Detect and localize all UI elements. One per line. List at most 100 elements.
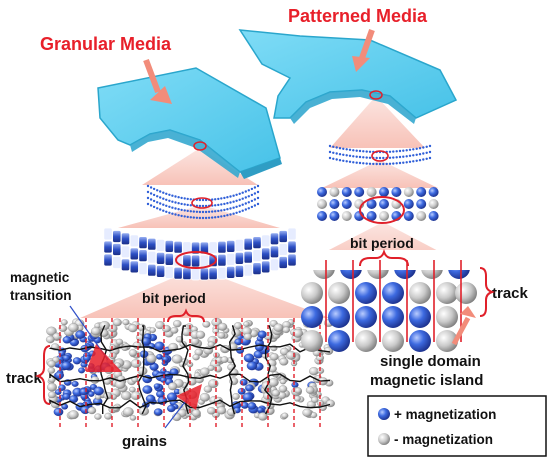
track-dot	[220, 197, 223, 200]
track-dot	[241, 203, 244, 206]
grain-plus	[167, 404, 176, 413]
track-dot	[201, 198, 205, 202]
grain-plus	[160, 377, 167, 383]
bit-cell	[252, 236, 262, 250]
bit-cell	[243, 250, 253, 264]
track-dot	[159, 202, 162, 205]
bit-cell	[164, 265, 174, 279]
transition-boundary	[228, 325, 237, 415]
track-dot	[238, 198, 241, 201]
track-dot	[217, 197, 220, 201]
big-island-plus	[355, 282, 377, 304]
zoom-spot-left-2	[191, 197, 213, 209]
arrow-patterned-title-head	[352, 56, 370, 72]
bit-cell	[261, 260, 271, 274]
track-dot	[177, 214, 180, 217]
track-dot	[418, 147, 422, 150]
track-dot	[342, 153, 345, 156]
grain-minus	[123, 407, 134, 417]
island-plus	[341, 187, 352, 197]
grain-minus	[216, 406, 227, 415]
track-dot	[365, 162, 368, 165]
grain-minus	[278, 385, 288, 393]
arrow-granular-title-head	[150, 86, 172, 104]
grain-minus	[233, 322, 243, 330]
track-dot	[375, 162, 378, 166]
big-island-minus	[455, 282, 477, 304]
track-dot	[159, 208, 162, 211]
bit-cell	[226, 265, 236, 279]
big-island-minus	[301, 282, 323, 304]
track-bracket-right	[479, 267, 496, 317]
grain-minus	[104, 412, 113, 420]
grain-minus	[94, 413, 102, 420]
grain-plus	[88, 391, 95, 397]
grain-minus	[91, 327, 101, 336]
track-dot	[198, 204, 202, 208]
track-dot	[338, 159, 342, 162]
magnetic-transition-label-line2: transition	[10, 288, 72, 303]
single-domain-label-line1: single domain	[380, 353, 481, 370]
grain-minus	[130, 359, 142, 368]
bit-cell	[138, 249, 148, 263]
grain-minus	[281, 412, 289, 419]
big-island-plus	[382, 306, 404, 328]
track-dot	[229, 213, 232, 216]
track-dot	[174, 213, 177, 216]
grain-minus	[279, 378, 287, 385]
track-dot	[402, 149, 405, 152]
track-dot	[250, 187, 254, 191]
big-island-plus	[409, 306, 431, 328]
track-dot	[217, 209, 220, 213]
track-dot	[226, 214, 229, 217]
grain-minus	[47, 360, 56, 368]
track-dot	[358, 149, 362, 153]
grain-minus	[271, 389, 281, 397]
island-minus	[428, 199, 439, 209]
arrow-island	[451, 316, 471, 346]
track-dot	[180, 202, 183, 206]
track-dot	[418, 159, 422, 162]
bit-cell	[226, 239, 236, 253]
track-dot	[171, 212, 174, 215]
track-dot	[253, 186, 257, 189]
track-dot	[244, 202, 247, 205]
track-dot	[217, 203, 220, 207]
track-dot	[338, 153, 342, 156]
grain-plus	[257, 407, 264, 413]
track-dot	[241, 197, 244, 200]
island-plus	[428, 187, 439, 197]
track-bracket-left	[34, 345, 51, 405]
track-dot	[395, 156, 398, 159]
bit-cell	[269, 232, 280, 246]
grain-minus	[146, 354, 157, 363]
big-island-minus	[355, 330, 377, 352]
bit-cell	[155, 264, 166, 278]
bit-cell	[278, 243, 288, 256]
zoom-spot-left	[193, 141, 207, 151]
track-dot	[146, 184, 150, 188]
track-dot	[211, 210, 214, 213]
island-plus	[329, 211, 340, 221]
bit-cell	[287, 253, 297, 267]
bit-cell	[199, 254, 209, 268]
grain-minus	[173, 320, 182, 328]
bit-cell	[155, 251, 166, 265]
grain-minus	[326, 399, 335, 408]
bit-cell	[269, 258, 280, 272]
big-island-minus	[436, 282, 458, 304]
track-dot	[211, 216, 214, 219]
track-dot	[345, 154, 348, 157]
grain-plus	[153, 383, 161, 389]
track-dot	[171, 200, 174, 203]
legend-box	[367, 395, 547, 457]
track-dot	[253, 198, 257, 201]
island-plus	[379, 199, 389, 209]
grain-minus	[269, 353, 279, 361]
grain-minus	[203, 385, 213, 393]
track-dot	[174, 201, 177, 204]
bit-cell	[182, 254, 192, 268]
track-dot	[204, 216, 208, 220]
track-dot	[398, 155, 402, 159]
island-plus	[416, 199, 427, 209]
